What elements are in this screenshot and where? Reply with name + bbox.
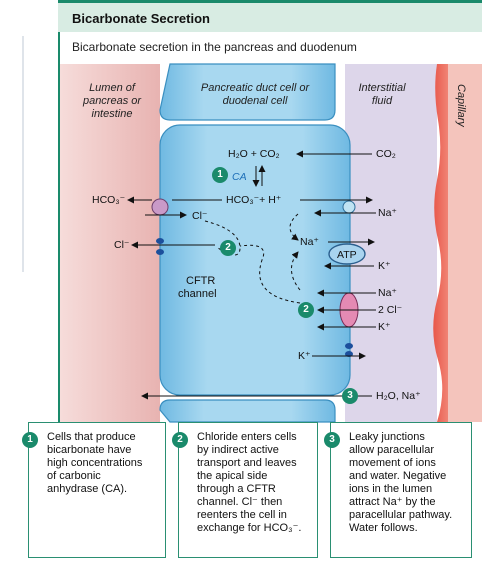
lumen-label: Lumen of pancreas or intestine <box>82 82 142 120</box>
cl-nkcc-to-cftr-path <box>239 244 301 304</box>
step-2-line: through a CFTR <box>197 483 276 495</box>
step-3-line: allow paracellular <box>349 444 434 456</box>
step-2-line: Chloride enters cells <box>197 431 297 443</box>
k-channel-top <box>345 343 353 349</box>
upper-cell <box>159 63 336 121</box>
step-2-line: by indirect active <box>197 444 279 456</box>
step-2-line: channel. Cl⁻ then <box>197 496 283 508</box>
step-1-line: Cells that produce <box>47 431 136 443</box>
na-recycle-path <box>289 213 299 241</box>
step-3-line: and water. Negative <box>349 470 447 482</box>
cl2-nkcc-label: 2 Cl⁻ <box>378 304 403 316</box>
capillary-label: Capillary <box>455 84 467 127</box>
step-2-box: 2 Chloride enters cells by indirect acti… <box>172 422 318 558</box>
step-3-line: paracellular pathway. <box>349 509 453 521</box>
step-2-badge: 2 <box>172 432 188 448</box>
cl-in-label: Cl⁻ <box>192 210 208 222</box>
figure-subtitle: Bicarbonate secretion in the pancreas an… <box>72 40 357 54</box>
step-1-badge: 1 <box>22 432 38 448</box>
k-channel-label: K⁺ <box>298 350 311 362</box>
step-1-box: 1 Cells that produce bicarbonate have hi… <box>22 422 166 558</box>
na-k-atpase <box>328 243 366 265</box>
cftr-channel-top <box>156 238 164 244</box>
cl-recycle-path <box>204 220 241 256</box>
step-3-marker: 3 <box>342 388 358 404</box>
step-1-line: anhydrase (CA). <box>47 483 128 495</box>
hco3-lumen-label: HCO₃⁻ <box>92 194 126 206</box>
step-2-marker-lower: 2 <box>298 302 314 318</box>
step-3-text: Leaky junctions allow paracellular movem… <box>349 431 465 535</box>
step-2-text: Chloride enters cells by indirect active… <box>197 431 311 535</box>
step-3-line: ions in the lumen <box>349 483 433 495</box>
hco3-cl-exchanger <box>151 198 169 216</box>
step-3-line: Water follows. <box>349 522 418 534</box>
k-nkcc-label: K⁺ <box>378 321 391 333</box>
header-border-left <box>58 32 60 422</box>
duct-cell <box>159 124 351 396</box>
step-2-line: transport and leaves <box>197 457 297 469</box>
interstitial-region <box>345 64 437 422</box>
lower-cell <box>159 399 336 423</box>
cell-label: Pancreatic duct cell or duodenal cell <box>200 82 310 107</box>
step-1-line: of carbonic <box>47 470 101 482</box>
cftr-label-line2: channel <box>178 288 217 300</box>
lumen-region <box>60 64 160 422</box>
step-2-line: reenters the cell in <box>197 509 287 521</box>
figure-edge-rule <box>22 36 24 272</box>
figure-header: Bicarbonate Secretion <box>58 0 482 32</box>
step-1-marker: 1 <box>212 167 228 183</box>
step-1-text: Cells that produce bicarbonate have high… <box>47 431 159 496</box>
co2-label: CO₂ <box>376 148 396 160</box>
na-nkcc-recycle-path <box>291 251 301 291</box>
step-3-line: Leaky junctions <box>349 431 425 443</box>
atp-label: ATP <box>337 249 357 261</box>
ca-label: CA <box>232 171 247 183</box>
cl-lumen-label: Cl⁻ <box>114 239 130 251</box>
interstitial-label: Interstitial fluid <box>358 82 406 107</box>
h2o-na-label: H₂O, Na⁺ <box>376 390 421 402</box>
step-2-line: exchange for HCO₃⁻. <box>197 522 302 534</box>
h2o-co2-label: H₂O + CO₂ <box>228 148 280 160</box>
hco3-h-label: HCO₃⁻+ H⁺ <box>226 194 282 206</box>
cftr-label-line1: CFTR <box>186 275 216 287</box>
cftr-channel-bottom <box>156 249 164 255</box>
step-1-line: bicarbonate have <box>47 444 132 456</box>
na-cell-label: Na⁺ <box>300 236 319 248</box>
step-3-line: attract Na⁺ by the <box>349 496 436 508</box>
step-1-line: high concentrations <box>47 457 143 469</box>
capillary-lumen <box>448 64 482 422</box>
na-nkcc-label: Na⁺ <box>378 287 397 299</box>
na-exchange-label: Na⁺ <box>378 207 397 219</box>
figure-title: Bicarbonate Secretion <box>72 11 210 26</box>
na-h-exchanger <box>342 200 356 214</box>
step-2-line: the apical side <box>197 470 268 482</box>
k-pump-label: K⁺ <box>378 260 391 272</box>
step-3-line: movement of ions <box>349 457 436 469</box>
step-3-badge: 3 <box>324 432 340 448</box>
step-2-marker-upper: 2 <box>220 240 236 256</box>
step-3-box: 3 Leaky junctions allow paracellular mov… <box>324 422 472 558</box>
